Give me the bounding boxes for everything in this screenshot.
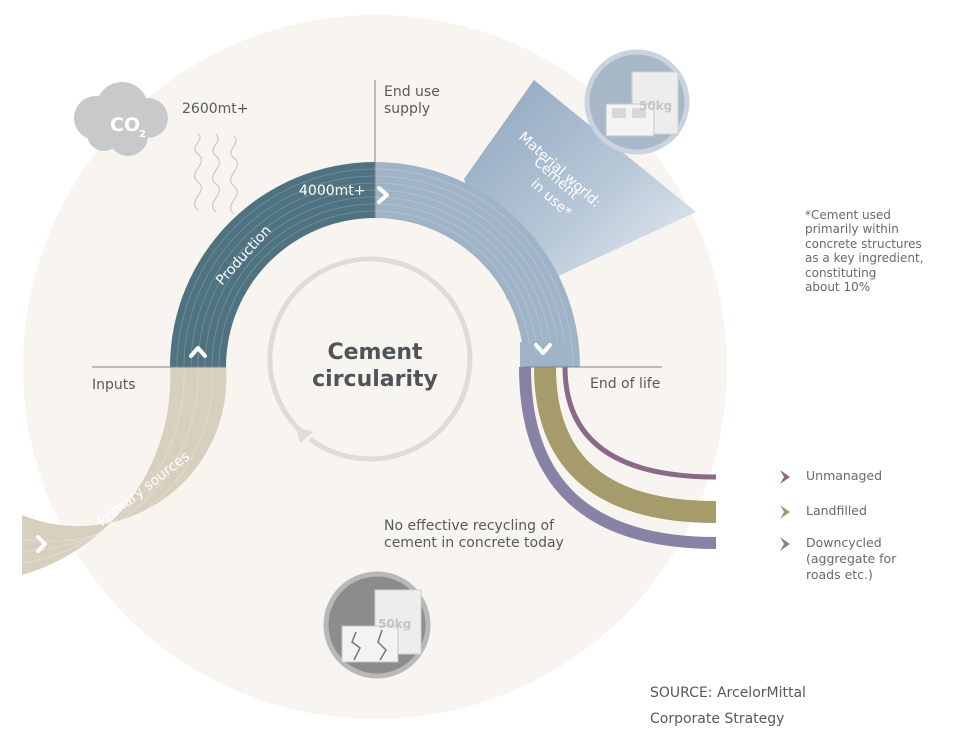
source-note: SOURCE: ArcelorMittal Corporate Strategy <box>650 680 806 732</box>
chevron-right-icon <box>377 186 389 204</box>
center-title: Cement circularity <box>300 339 450 393</box>
footnote-line: constituting <box>805 265 877 280</box>
production-band <box>170 162 375 367</box>
end-use-line1: End use <box>384 84 440 100</box>
production-value: 4000mt+ <box>299 183 366 199</box>
recycle-arrow-icon <box>296 427 313 443</box>
source-line2: Corporate Strategy <box>650 711 785 727</box>
cement-bag-icon <box>605 71 679 137</box>
legend-label: Downcycled <box>806 535 882 550</box>
end-use-supply-label: End use supply <box>384 84 440 118</box>
legend-label: Unmanaged <box>806 468 883 483</box>
chevron-right-icon <box>36 535 47 553</box>
primary-stripes <box>21 366 213 564</box>
footnote-line: primarily within <box>805 222 899 237</box>
legend-label: Landfilled <box>806 503 867 518</box>
co2-subscript: 2 <box>139 129 146 140</box>
inputs-label: Inputs <box>92 377 136 393</box>
chevron-right-icon <box>780 537 790 551</box>
recycling-note: No effective recycling of cement in conc… <box>384 518 564 552</box>
legend-sublabel: roads etc.) <box>806 567 873 582</box>
broken-block-icon <box>341 589 422 663</box>
bag-label-top: 50kg <box>639 99 672 113</box>
recycling-note-line1: No effective recycling of <box>384 518 555 534</box>
chevron-down-icon <box>534 343 552 355</box>
end-of-life-label: End of life <box>590 376 661 392</box>
emissions-value: 2600mt+ <box>182 101 249 117</box>
center-title-line1: Cement <box>327 340 423 365</box>
supply-band <box>375 162 580 367</box>
primary-sources-band <box>22 367 227 575</box>
center-title-line2: circularity <box>312 367 438 392</box>
unmanaged-flow <box>562 366 717 480</box>
landfilled-flow <box>534 366 717 523</box>
end-use-line2: supply <box>384 101 431 117</box>
downcycled-flow <box>519 366 717 549</box>
chevron-up-icon <box>189 346 207 358</box>
bag-label-bottom: 50kg <box>378 617 411 631</box>
legend-sublabel: (aggregate for <box>806 551 897 566</box>
footnote-line: about 10% <box>805 280 871 295</box>
source-line1: SOURCE: ArcelorMittal <box>650 685 806 701</box>
chevron-right-icon <box>780 505 790 519</box>
emission-arrows-icon <box>194 133 238 215</box>
chevron-right-icon <box>780 470 790 484</box>
co2-cloud-icon <box>74 82 168 156</box>
footnote: *Cement used primarily within concrete s… <box>805 208 923 294</box>
recycle-circle <box>267 256 473 462</box>
co2-label: CO <box>110 114 140 136</box>
footnote-line: as a key ingredient, <box>805 251 924 266</box>
recycling-note-line2: cement in concrete today <box>384 535 564 551</box>
footnote-line: *Cement used <box>805 208 891 222</box>
footnote-line: concrete structures <box>805 236 922 251</box>
